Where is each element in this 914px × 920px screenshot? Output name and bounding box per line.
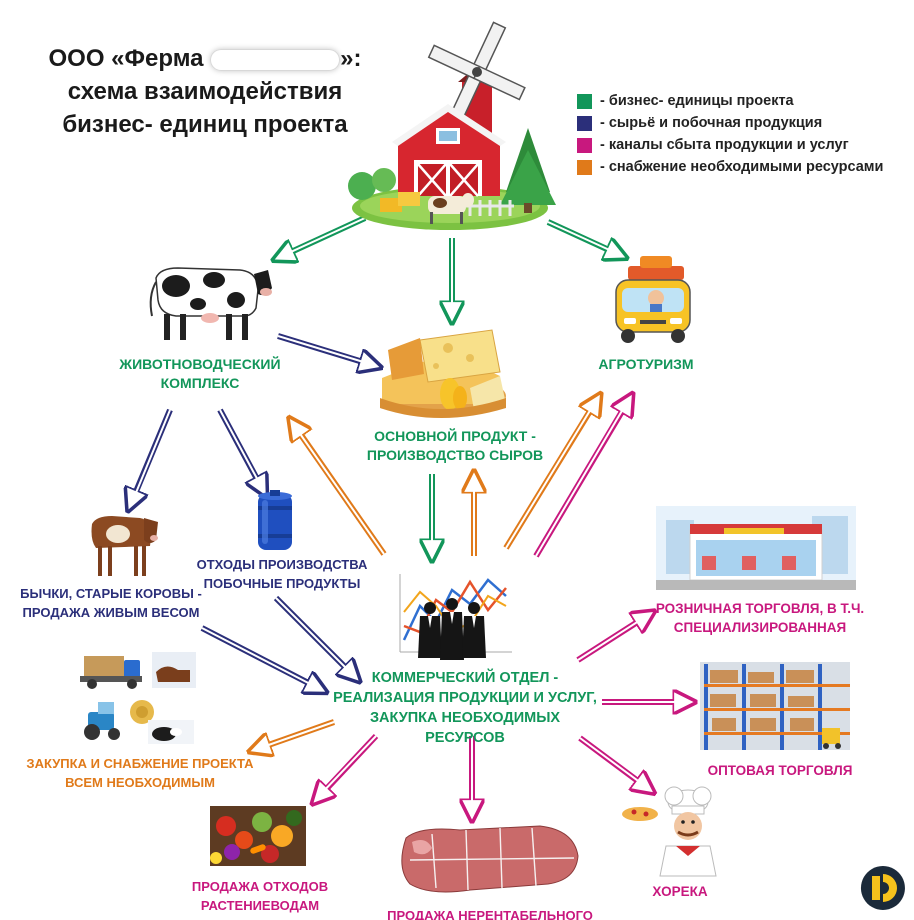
store-icon [656,506,856,590]
arrow-farm-to-agrotourism-inner [547,221,617,254]
title-line-3: бизнес- единиц проекта [62,111,348,138]
warehouse-icon [700,662,850,750]
node-retail-label: РОЗНИЧНАЯ ТОРГОВЛЯ, В Т.Ч. СПЕЦИАЛИЗИРОВ… [655,601,865,635]
arrows-business-units [278,215,622,556]
node-meat-label: ПРОДАЖА НЕРЕНТАБЕЛЬНОГО [387,908,593,920]
legend-swatch-green [577,93,592,109]
tour-bus-icon [615,256,691,343]
node-bulls-label: БЫЧКИ, СТАРЫЕ КОРОВЫ - ПРОДАЖА ЖИВЫМ ВЕС… [20,586,202,620]
node-cheese-label: ОСНОВНОЙ ПРОДУКТ - ПРОИЗВОДСТВО СЫРОВ [366,428,544,463]
node-wholesale-label: ОПТОВАЯ ТОРГОВЛЯ [707,763,853,778]
title-prefix: ООО «Ферма [48,45,204,72]
redacted-farm-name [210,48,341,71]
chef-icon [622,786,717,877]
legend-swatch-pink [577,137,592,153]
legend-item-sales-channels: - каналы сбыта продукции и услуг [577,134,907,156]
arrows-sales-channels [316,398,690,816]
page-title: ООО «Ферма »: схема взаимодействия бизне… [30,42,380,141]
node-livestock-label: ЖИВОТНОВОДЧЕСКИЙ КОМПЛЕКС [119,356,281,391]
arrows-raw-materials [130,333,376,690]
cheese-icon [380,329,506,418]
node-agrotourism-label: АГРОТУРИЗМ [598,356,694,372]
business-team-icon [399,574,512,660]
title-line-2: схема взаимодействия [67,78,343,105]
barrel-icon [258,490,292,550]
legend-swatch-orange [577,159,592,175]
arrows-supply [254,398,598,750]
title-suffix: »: [340,45,362,72]
meat-cuts-icon [401,825,579,893]
legend-item-business-units: - бизнес- единицы проекта [577,90,907,112]
legend-item-supply: - снабжение необходимыми ресурсами [577,156,907,178]
node-supply-label: ЗАКУПКА И СНАБЖЕНИЕ ПРОЕКТА ВСЕМ НЕОБХОД… [26,756,254,790]
node-horeca-label: ХОРЕКА [652,884,708,899]
brand-logo-icon [860,866,905,910]
farm-windmill-icon [348,21,556,230]
node-plant-waste-label: ПРОДАЖА ОТХОДОВ РАСТЕНИЕВОДАМ [191,879,329,913]
arrow-farm-to-livestock-inner [281,217,366,257]
node-commercial-label: КОММЕРЧЕСКИЙ ОТДЕЛ - РЕАЛИЗАЦИЯ ПРОДУКЦИ… [333,670,597,746]
legend-item-raw-materials: - сырьё и побочная продукция [577,112,907,134]
vegetables-icon [210,806,306,866]
cow-icon [149,267,272,340]
node-waste-label: ОТХОДЫ ПРОИЗВОДСТВА ПОБОЧНЫЕ ПРОДУКТЫ [196,557,368,591]
calf-icon [91,516,158,576]
legend: - бизнес- единицы проекта - сырьё и побо… [577,90,907,178]
farm-machinery-icon [80,652,196,744]
title-line-1: ООО «Ферма »: [30,42,380,75]
legend-swatch-navy [577,115,592,131]
